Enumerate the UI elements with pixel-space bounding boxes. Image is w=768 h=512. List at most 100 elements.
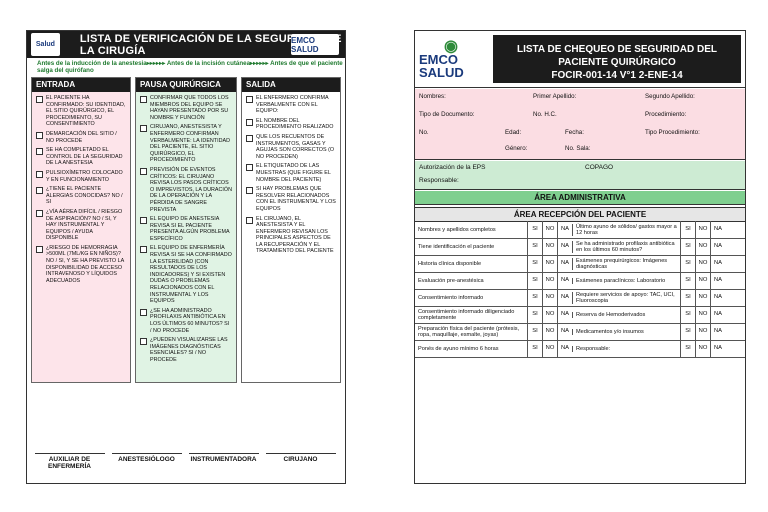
option-no[interactable]: NO <box>695 272 710 289</box>
signature-auxiliar[interactable]: AUXILIAR DE ENFERMERÍA <box>34 453 105 475</box>
field-fecha[interactable]: Fecha: <box>565 129 584 136</box>
checkbox[interactable] <box>140 246 147 254</box>
checkbox[interactable] <box>36 96 43 103</box>
option-na[interactable]: NA <box>557 306 572 323</box>
checkbox[interactable] <box>246 164 253 172</box>
checkbox[interactable] <box>246 96 253 103</box>
option-na[interactable]: NA <box>557 238 572 255</box>
option-no[interactable]: NO <box>695 306 710 323</box>
option-si[interactable]: SI <box>527 323 542 340</box>
option-si[interactable]: SI <box>680 340 695 357</box>
checkbox[interactable] <box>36 245 43 253</box>
patient-info-block: Nombres: Primer Apellido: Segundo Apelli… <box>415 89 745 160</box>
option-na[interactable]: NA <box>710 221 725 238</box>
field-segundo-apellido[interactable]: Segundo Apellido: <box>645 93 695 100</box>
option-no[interactable]: NO <box>695 323 710 340</box>
option-si[interactable]: SI <box>527 221 542 238</box>
option-no[interactable]: NO <box>542 255 557 272</box>
signature-cirujano[interactable]: CIRUJANO <box>265 453 336 475</box>
checkbox[interactable] <box>140 338 147 346</box>
option-no[interactable]: NO <box>542 238 557 255</box>
table-row: Preparación física del paciente (prótesi… <box>415 323 745 341</box>
option-si[interactable]: SI <box>527 255 542 272</box>
checkbox[interactable] <box>36 148 43 156</box>
table-row: Consentimiento informado diligenciado co… <box>415 306 745 324</box>
field-tipo-procedimiento[interactable]: Tipo Procedimiento: <box>645 129 700 136</box>
option-na[interactable]: NA <box>710 323 725 340</box>
option-si[interactable]: SI <box>680 289 695 306</box>
option-na[interactable]: NA <box>710 238 725 255</box>
checkbox[interactable] <box>140 125 147 133</box>
option-si[interactable]: SI <box>680 238 695 255</box>
option-no[interactable]: NO <box>542 221 557 238</box>
field-no-sala[interactable]: No. Sala: <box>565 145 591 152</box>
option-no[interactable]: NO <box>542 272 557 289</box>
option-no[interactable]: NO <box>542 306 557 323</box>
row-label: Exámenes paraclínicos: Laboratorio <box>572 277 680 284</box>
responsable-admin[interactable]: Responsable: <box>419 177 459 184</box>
salida-item: EL ETIQUETADO DE LAS MUESTRAS (QUE FIGUR… <box>246 163 336 183</box>
option-na[interactable]: NA <box>557 289 572 306</box>
option-na[interactable]: NA <box>710 289 725 306</box>
signature-instrumentadora[interactable]: INSTRUMENTADORA <box>188 453 259 475</box>
field-primer-apellido[interactable]: Primer Apellido: <box>533 93 577 100</box>
option-na[interactable]: NA <box>557 255 572 272</box>
option-no[interactable]: NO <box>542 289 557 306</box>
option-no[interactable]: NO <box>695 255 710 272</box>
field-no-hc[interactable]: No. H.C. <box>533 111 557 118</box>
checkbox[interactable] <box>140 308 147 316</box>
salida-item-text: SI HAY PROBLEMAS QUE RESOLVER RELACIONAD… <box>256 186 336 212</box>
checkbox[interactable] <box>36 170 43 178</box>
checkbox[interactable] <box>140 217 147 225</box>
checkbox[interactable] <box>36 187 43 195</box>
option-na[interactable]: NA <box>710 306 725 323</box>
checkbox[interactable] <box>246 187 253 195</box>
option-si[interactable]: SI <box>527 306 542 323</box>
option-si[interactable]: SI <box>680 306 695 323</box>
option-na[interactable]: NA <box>557 323 572 340</box>
option-na[interactable]: NA <box>557 340 572 357</box>
field-procedimiento[interactable]: Procedimiento: <box>645 111 687 118</box>
option-si[interactable]: SI <box>527 289 542 306</box>
field-no[interactable]: No. <box>419 129 429 136</box>
checkbox[interactable] <box>36 131 43 139</box>
option-no[interactable]: NO <box>542 323 557 340</box>
option-si[interactable]: SI <box>680 221 695 238</box>
option-si[interactable]: SI <box>527 340 542 357</box>
checkbox[interactable] <box>246 134 253 142</box>
option-no[interactable]: NO <box>695 221 710 238</box>
salida-item: SI HAY PROBLEMAS QUE RESOLVER RELACIONAD… <box>246 186 336 212</box>
field-tipo-documento[interactable]: Tipo de Documento: <box>419 111 475 118</box>
field-genero[interactable]: Género: <box>505 145 528 152</box>
option-no[interactable]: NO <box>695 289 710 306</box>
salida-item-text: EL ENFERMERO CONFIRMA VERBALMENTE CON EL… <box>256 95 329 115</box>
field-edad[interactable]: Edad: <box>505 129 522 136</box>
option-na[interactable]: NA <box>710 340 725 357</box>
salida-item: EL ENFERMERO CONFIRMA VERBALMENTE CON EL… <box>246 95 336 115</box>
pausa-column: PAUSA QUIRÚRGICA CONFIRMAR QUE TODOS LOS… <box>135 77 237 383</box>
field-nombres[interactable]: Nombres: <box>419 93 446 100</box>
row-label: Consentimiento informado diligenciado co… <box>418 308 515 321</box>
option-si[interactable]: SI <box>527 272 542 289</box>
checkbox[interactable] <box>246 118 253 126</box>
checklist-title: LISTA DE VERIFICACIÓN DE LA SEGURIDAD DE… <box>79 32 342 57</box>
signature-anestesiologo[interactable]: ANESTESIÓLOGO <box>111 453 182 475</box>
checkbox[interactable] <box>140 96 147 103</box>
option-si[interactable]: SI <box>680 323 695 340</box>
option-si[interactable]: SI <box>527 238 542 255</box>
option-na[interactable]: NA <box>710 255 725 272</box>
option-na[interactable]: NA <box>557 272 572 289</box>
option-na[interactable]: NA <box>557 221 572 238</box>
option-na[interactable]: NA <box>710 272 725 289</box>
option-no[interactable]: NO <box>695 340 710 357</box>
option-no[interactable]: NO <box>695 238 710 255</box>
checkbox[interactable] <box>140 167 147 175</box>
checkbox[interactable] <box>246 216 253 224</box>
option-no[interactable]: NO <box>542 340 557 357</box>
option-si[interactable]: SI <box>680 272 695 289</box>
row-label: Exámenes prequirúrgicos: Imágenes diagnó… <box>572 257 680 270</box>
checkbox[interactable] <box>36 209 43 217</box>
option-si[interactable]: SI <box>680 255 695 272</box>
